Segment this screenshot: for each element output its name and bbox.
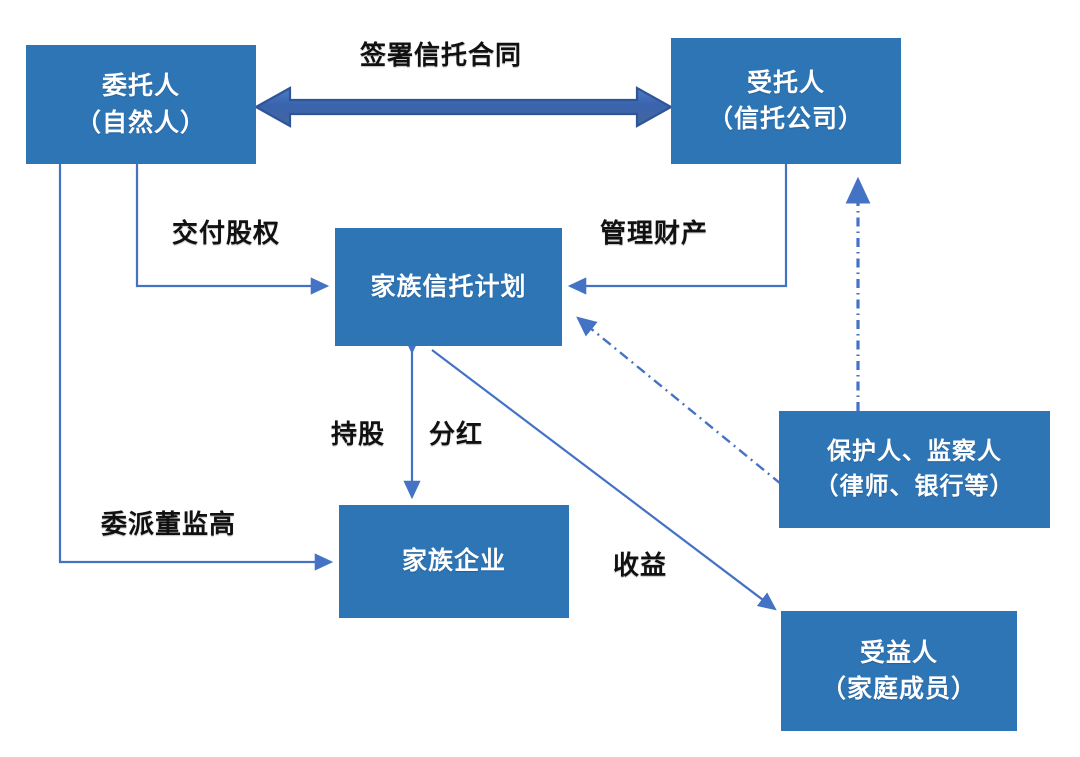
node-trustee[interactable]: 受托人 （信托公司） xyxy=(671,38,901,164)
edge-protector-trust-plan xyxy=(576,316,782,485)
edge-label-income: 收益 xyxy=(613,550,668,580)
node-family-business-line-1: 家族企业 xyxy=(401,547,506,576)
node-settlor[interactable]: 委托人 （自然人） xyxy=(26,45,256,164)
edge-label-hold-shares: 持股 xyxy=(331,419,386,449)
edge-label-manage-property: 管理财产 xyxy=(600,218,709,248)
node-protector-line-1: 保护人、监察人 xyxy=(827,437,1002,465)
node-beneficiary[interactable]: 受益人 （家庭成员） xyxy=(781,611,1017,731)
node-protector[interactable]: 保护人、监察人 （律师、银行等） xyxy=(779,411,1050,528)
node-trust-plan-line-1: 家族信托计划 xyxy=(370,272,527,301)
node-trust-plan[interactable]: 家族信托计划 xyxy=(335,228,562,346)
node-settlor-line-1: 委托人 xyxy=(101,72,180,101)
node-settlor-line-2: （自然人） xyxy=(75,108,206,137)
edge-label-deliver-equity: 交付股权 xyxy=(172,218,281,248)
edge-label-sign-trust-contract: 签署信托合同 xyxy=(360,40,523,70)
edge-label-appoint-officers: 委派董监高 xyxy=(101,509,237,539)
edge-settlor-trustee xyxy=(253,86,674,128)
edge-label-dividends: 分红 xyxy=(429,419,484,449)
node-trustee-line-1: 受托人 xyxy=(746,68,825,97)
node-trustee-line-2: （信托公司） xyxy=(707,105,864,133)
node-family-business[interactable]: 家族企业 xyxy=(339,505,569,618)
node-protector-line-2: （律师、银行等） xyxy=(814,472,1015,500)
node-beneficiary-line-2: （家庭成员） xyxy=(820,675,977,703)
node-beneficiary-line-1: 受益人 xyxy=(859,638,938,667)
